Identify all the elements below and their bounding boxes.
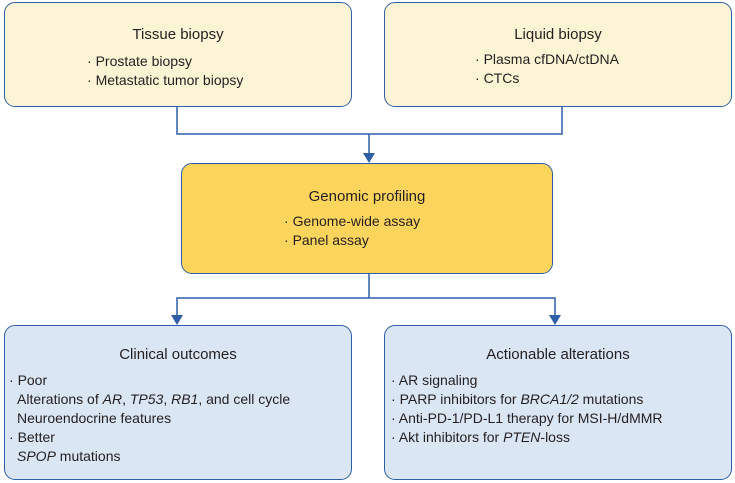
genomic-profiling-title: Genomic profiling xyxy=(308,188,426,205)
list-item: · Plasma cfDNA/ctDNA xyxy=(475,51,619,67)
tissue-biopsy-title: Tissue biopsy xyxy=(132,26,224,43)
list-item: · Prostate biopsy xyxy=(87,53,193,69)
bullet: · xyxy=(391,372,396,388)
bullet: · xyxy=(284,213,289,229)
gene-name: PTEN xyxy=(503,429,541,445)
list-item: · Metastatic tumor biopsy xyxy=(87,72,244,88)
actionable-alterations-box: Actionable alterations · AR signaling · … xyxy=(384,325,732,480)
bullet: · xyxy=(391,429,396,445)
gene-name: RB1 xyxy=(171,391,199,407)
list-item: · CTCs xyxy=(475,70,520,86)
gene-name: SPOP xyxy=(17,448,56,464)
list-item: · PARP inhibitors for BRCA1/2 mutations xyxy=(391,391,644,407)
actionable-alterations-title: Actionable alterations xyxy=(486,346,630,363)
bullet: · xyxy=(284,232,289,248)
clinical-outcomes-list: · Poor Alterations of AR, TP53, RB1, and… xyxy=(9,371,290,466)
list-item: · AR signaling xyxy=(391,372,478,388)
bullet: · xyxy=(391,410,396,426)
list-item-poor: · Poor xyxy=(9,372,48,388)
list-subitem: Neuroendocrine features xyxy=(17,410,172,426)
list-subitem: Alterations of AR, TP53, RB1, and cell c… xyxy=(17,391,291,407)
clinical-outcomes-title: Clinical outcomes xyxy=(119,346,237,363)
gene-name: TP53 xyxy=(129,391,164,407)
tissue-biopsy-list: · Prostate biopsy · Metastatic tumor bio… xyxy=(87,52,243,90)
gene-name: BRCA1/2 xyxy=(520,391,579,407)
arrow-head-clinical xyxy=(171,315,183,325)
bullet: · xyxy=(9,372,14,388)
bullet: · xyxy=(391,391,396,407)
genomic-profiling-box: Genomic profiling · Genome-wide assay · … xyxy=(181,163,553,274)
merge-connector xyxy=(176,107,563,135)
bullet: · xyxy=(87,53,92,69)
genomic-profiling-list: · Genome-wide assay · Panel assay xyxy=(284,212,420,250)
tissue-biopsy-box: Tissue biopsy · Prostate biopsy · Metast… xyxy=(4,2,352,107)
actionable-alterations-list: · AR signaling · PARP inhibitors for BRC… xyxy=(391,371,663,447)
split-connector xyxy=(176,297,556,317)
gene-name: AR xyxy=(102,391,123,407)
liquid-biopsy-box: Liquid biopsy · Plasma cfDNA/ctDNA · CTC… xyxy=(384,2,732,107)
bullet: · xyxy=(9,429,14,445)
arrow-head-genomic xyxy=(363,153,375,163)
list-item: · Genome-wide assay xyxy=(284,213,421,229)
liquid-biopsy-title: Liquid biopsy xyxy=(514,26,602,43)
bullet: · xyxy=(475,70,480,86)
list-item: · Akt inhibitors for PTEN-loss xyxy=(391,429,570,445)
clinical-outcomes-box: Clinical outcomes · Poor Alterations of … xyxy=(4,325,352,480)
bullet: · xyxy=(475,51,480,67)
list-item: · Panel assay xyxy=(284,232,369,248)
list-item: · Anti-PD-1/PD-L1 therapy for MSI-H/dMMR xyxy=(391,410,663,426)
list-item-better: · Better xyxy=(9,429,55,445)
bullet: · xyxy=(87,72,92,88)
list-subitem: SPOP mutations xyxy=(17,448,121,464)
liquid-biopsy-list: · Plasma cfDNA/ctDNA · CTCs xyxy=(475,50,619,88)
arrow-head-actionable xyxy=(549,315,561,325)
